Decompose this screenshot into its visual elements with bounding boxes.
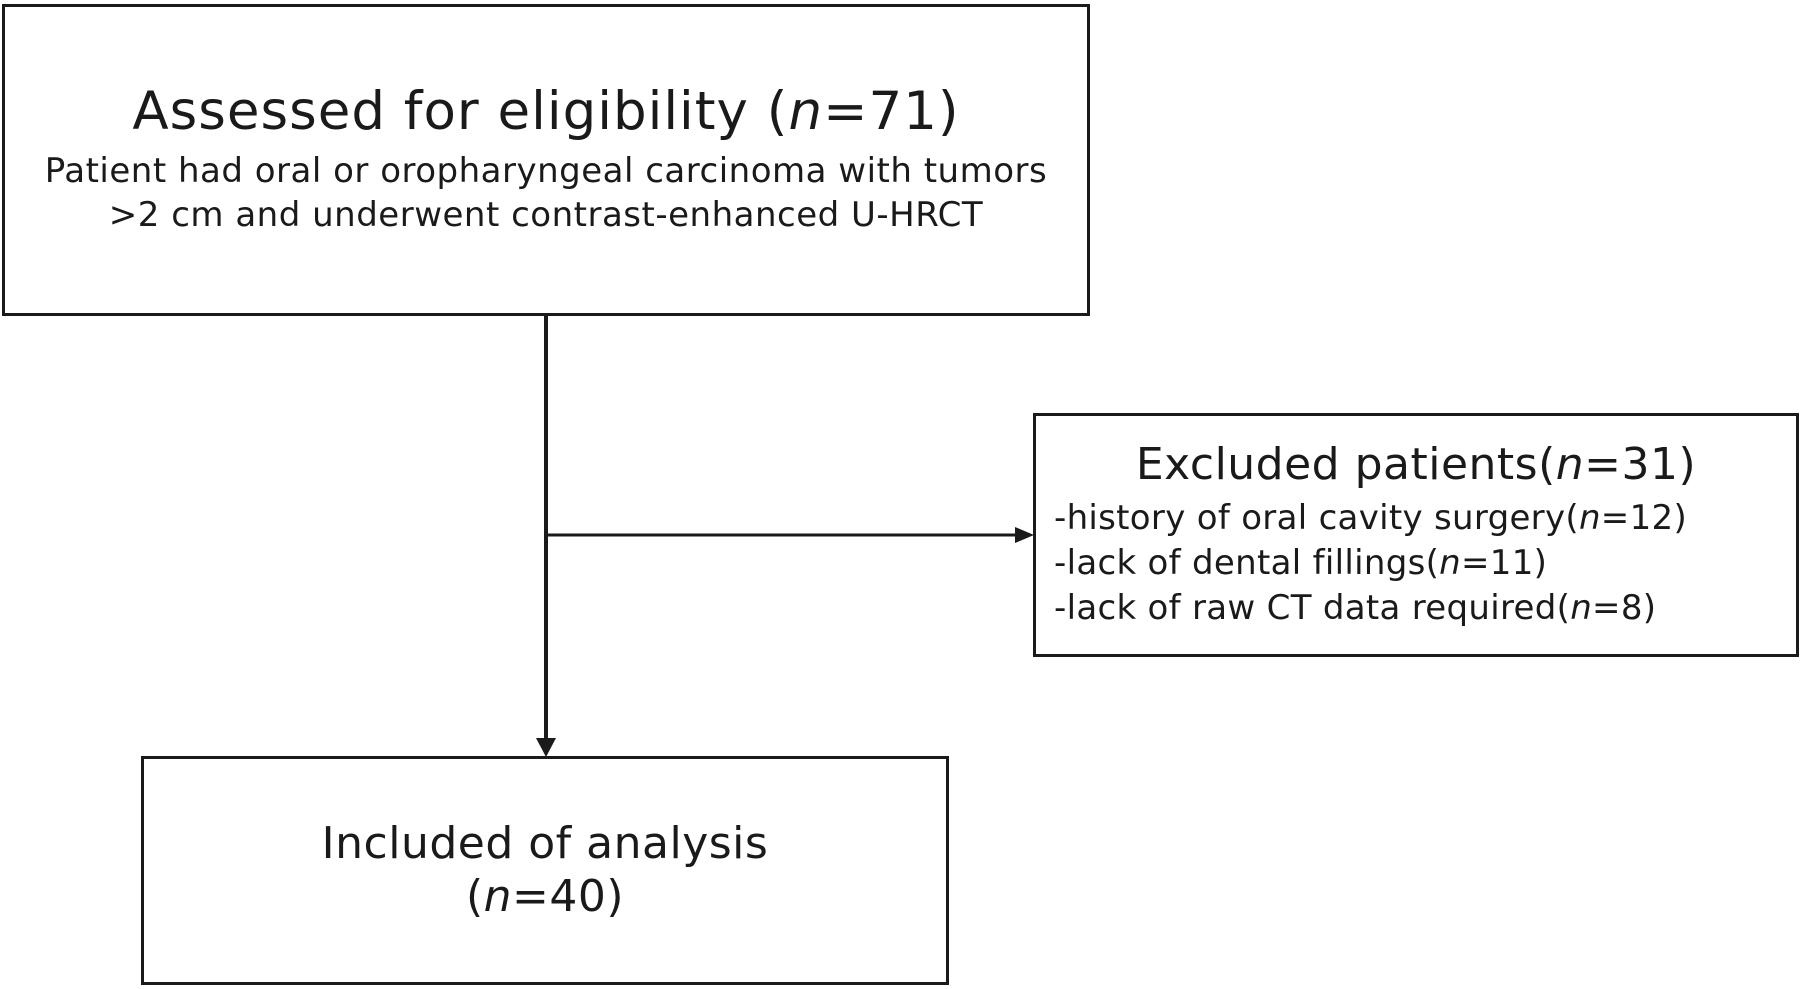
assessed-title: Assessed for eligibility (n=71) xyxy=(132,81,960,143)
included-count-value: =40) xyxy=(512,870,625,922)
included-count: (n=40) xyxy=(466,871,624,924)
exclusion-reason: -history of oral cavity surgery(n=12) xyxy=(1054,496,1796,541)
exclusion-reason-n: n xyxy=(1439,542,1462,583)
exclusion-reason-n: n xyxy=(1570,587,1593,628)
exclusion-reason-n: n xyxy=(1578,498,1601,539)
down-arrowhead xyxy=(536,738,556,757)
exclusion-reason: -lack of dental fillings(n=11) xyxy=(1054,541,1796,586)
exclusion-reason-text: -history of oral cavity surgery( xyxy=(1054,498,1579,539)
included-count-open: ( xyxy=(465,870,484,922)
assessed-description: Patient had oral or oropharyngeal carcin… xyxy=(45,149,1047,237)
assessed-description-line2: >2 cm and underwent contrast-enhanced U-… xyxy=(108,195,984,236)
assessed-count-open: ( xyxy=(766,81,789,143)
excluded-patients-box: Excluded patients(n=31) -history of oral… xyxy=(1033,413,1799,657)
right-arrowhead xyxy=(1015,527,1034,543)
exclusion-reason: -lack of raw CT data required(n=8) xyxy=(1054,586,1796,631)
excluded-n-symbol: n xyxy=(1555,439,1585,491)
exclusion-reason-count: =12) xyxy=(1600,498,1688,539)
included-n-symbol: n xyxy=(483,870,513,922)
assessed-count-value: =71) xyxy=(823,81,960,143)
excluded-title: Excluded patients(n=31) xyxy=(1136,439,1696,492)
exclusion-reason-count: =8) xyxy=(1592,587,1657,628)
exclusion-reasons-list: -history of oral cavity surgery(n=12) -l… xyxy=(1036,496,1796,631)
assessed-title-text: Assessed for eligibility xyxy=(132,81,749,143)
excluded-count-value: =31) xyxy=(1584,439,1697,491)
excluded-title-text: Excluded patients( xyxy=(1135,439,1556,491)
assessed-description-line1: Patient had oral or oropharyngeal carcin… xyxy=(44,151,1048,192)
assessed-eligibility-box: Assessed for eligibility (n=71) Patient … xyxy=(2,4,1090,316)
exclusion-reason-count: =11) xyxy=(1461,542,1548,583)
included-title: Included of analysis xyxy=(321,817,769,869)
included-analysis-box: Included of analysis (n=40) xyxy=(141,756,949,985)
exclusion-reason-text: -lack of raw CT data required( xyxy=(1054,587,1571,628)
assessed-n-symbol: n xyxy=(788,81,824,143)
exclusion-reason-text: -lack of dental fillings( xyxy=(1054,542,1440,583)
